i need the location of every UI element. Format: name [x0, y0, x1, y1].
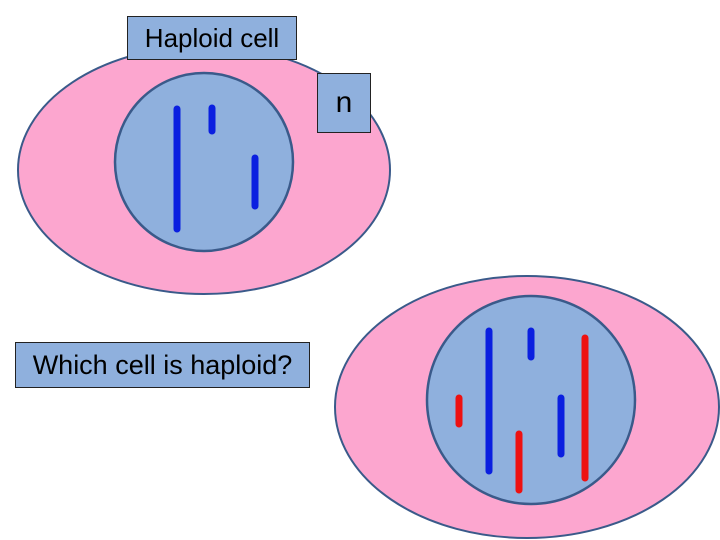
haploid-cell-nucleus: [113, 71, 295, 253]
haploid-cell-title: Haploid cell: [127, 16, 297, 60]
haploid-cell: [17, 45, 391, 295]
diploid-cell: [334, 275, 720, 539]
question-label: Which cell is haploid?: [15, 342, 310, 388]
ploidy-label: n: [317, 73, 371, 133]
